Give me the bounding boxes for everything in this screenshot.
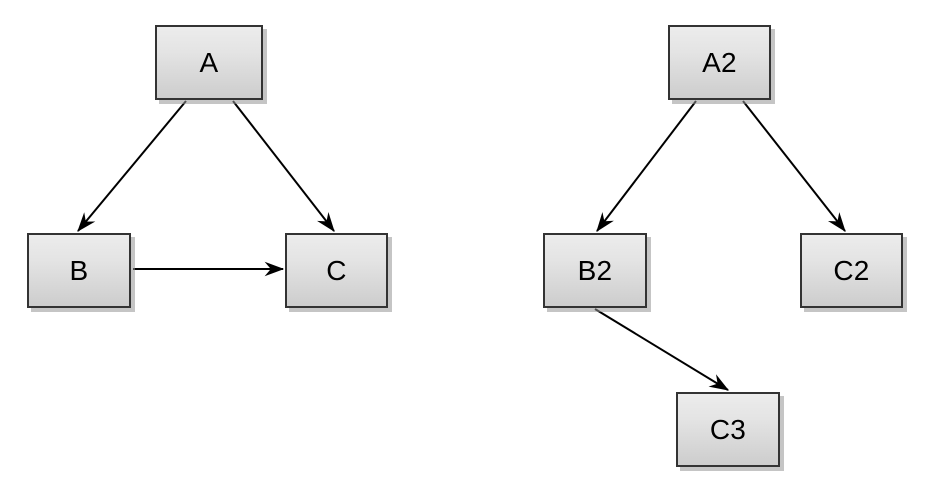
node-a[interactable]: A (155, 25, 263, 100)
node-c[interactable]: C (285, 233, 388, 308)
node-label: C2 (833, 254, 870, 286)
node-label: A (199, 46, 219, 78)
node-a2[interactable]: A2 (668, 25, 771, 100)
edge-a-to-b[interactable] (77, 100, 187, 232)
edge-a2-to-c2[interactable] (742, 100, 846, 232)
edge-a-to-c[interactable] (232, 100, 335, 232)
node-c3[interactable]: C3 (676, 392, 780, 467)
node-c2[interactable]: C2 (800, 233, 903, 308)
edge-a2-to-b2[interactable] (596, 100, 697, 232)
node-label: C3 (709, 413, 747, 445)
node-b2[interactable]: B2 (543, 233, 647, 308)
node-label: A2 (702, 46, 737, 78)
edge-b2-to-c3[interactable] (594, 308, 730, 391)
edge-group (77, 100, 846, 391)
node-label: C (326, 254, 347, 286)
node-label: B (69, 254, 89, 286)
node-label: B2 (577, 254, 613, 286)
node-b[interactable]: B (27, 233, 131, 308)
